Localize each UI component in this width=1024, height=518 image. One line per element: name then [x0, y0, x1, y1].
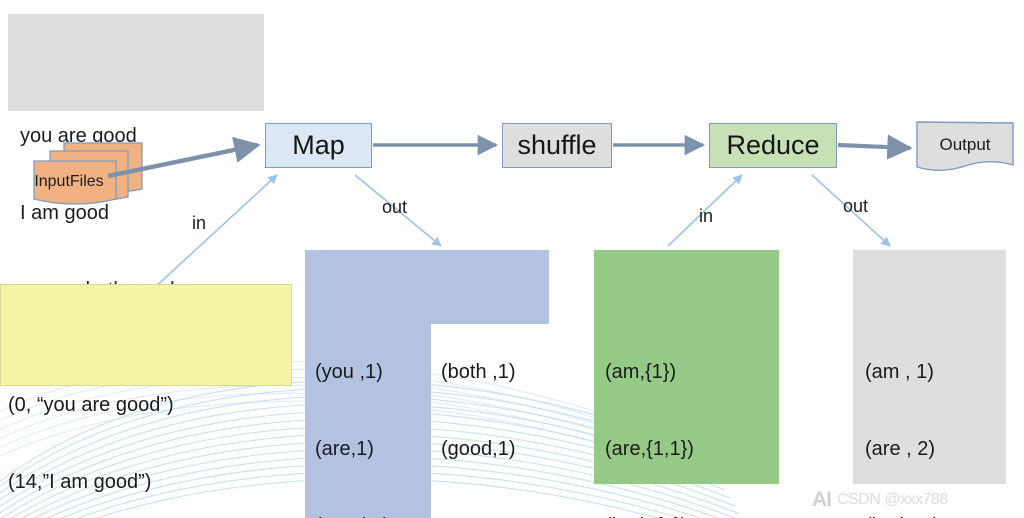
shuffle-output-box: (am,{1}) (are,{1,1}) (both,{1}) (good, {…	[594, 250, 779, 518]
reduce-output-line: (are , 2)	[865, 438, 936, 461]
map-output-overflow-lines: (both ,1) (good,1)	[441, 309, 549, 514]
input-files-icon[interactable]	[6, 139, 146, 209]
arrow-reduce-to-output	[837, 134, 913, 160]
reduce-output-lines: (am , 1) (are , 2) (both, 1) (good, 3) (…	[865, 309, 1006, 518]
stage-map-label: Map	[292, 130, 345, 160]
label-reduce-out: out	[843, 196, 869, 216]
stage-reduce[interactable]: Reduce	[709, 123, 837, 168]
shuffle-output-line: (both,{1})	[605, 514, 779, 518]
label-map-out: out	[382, 197, 408, 217]
map-output-line: (both ,1)	[441, 361, 516, 384]
map-output-box-main: (you ,1) (are,1) (good,1) (I,1) (am,1) (…	[305, 250, 431, 518]
watermark-logo: AI	[812, 488, 832, 511]
shuffle-output-line: (am,{1})	[605, 361, 677, 384]
map-output-line: (are,1)	[315, 438, 374, 461]
reduce-output-box: (am , 1) (are , 2) (both, 1) (good, 3) (…	[853, 250, 1006, 518]
stage-map[interactable]: Map	[265, 123, 372, 168]
map-output-line: (good,1)	[315, 514, 431, 518]
map-output-line: (good,1)	[441, 438, 516, 461]
source-text-line: I am good	[20, 202, 109, 225]
source-text-box: you are good I am good we are both good	[8, 14, 264, 301]
shuffle-output-lines: (am,{1}) (are,{1,1}) (both,{1}) (good, {…	[605, 309, 779, 518]
label-reduce-in: in	[699, 206, 714, 226]
map-output-box-overflow: (both ,1) (good,1)	[431, 250, 549, 460]
stage-reduce-label: Reduce	[726, 130, 820, 160]
split-records-box: (0, “you are good”) (14,”I am good”) (25…	[0, 284, 292, 493]
label-map-in: in	[192, 213, 207, 233]
source-text-line: you are good	[20, 125, 137, 148]
map-output-line: (you ,1)	[315, 361, 383, 384]
reduce-output-line: (both, 1)	[865, 514, 1006, 518]
stage-shuffle-label: shuffle	[517, 130, 597, 160]
reduce-output-line: (am , 1)	[865, 361, 934, 384]
split-records-lines: (0, “you are good”) (14,”I am good”) (25…	[8, 342, 291, 518]
map-output-main-lines: (you ,1) (are,1) (good,1) (I,1) (am,1) (…	[315, 309, 431, 518]
split-record-line: (0, “you are good”)	[8, 394, 174, 417]
output-document-icon[interactable]	[915, 120, 1015, 176]
shuffle-output-line: (are,{1,1})	[605, 438, 694, 461]
stage-shuffle[interactable]: shuffle	[502, 123, 612, 168]
split-record-line: (14,”I am good”)	[8, 471, 152, 494]
